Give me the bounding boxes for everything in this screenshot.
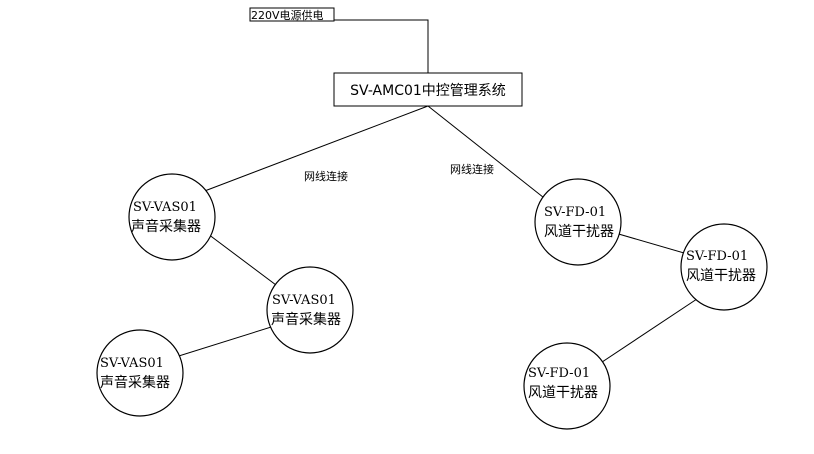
node-vas-3: SV-VAS01 声音采集器 [96,329,184,417]
node-fd-1: SV-FD-01 风道干扰器 [534,178,622,266]
node-vas-2-name: 声音采集器 [271,311,341,328]
node-vas-2-model: SV-VAS01 [272,293,336,308]
node-fd-3-name: 风道干扰器 [528,385,598,401]
node-fd-2-model: SV-FD-01 [686,249,748,264]
node-fd-3-model: SV-FD-01 [528,366,590,381]
node-vas-2: SV-VAS01 声音采集器 [266,266,354,354]
link-label-right: 网线连接 [450,162,494,176]
link-label-left: 网线连接 [304,169,348,183]
link-controller-fd1 [427,105,554,206]
power-label: 220V电源供电 [251,8,324,22]
node-vas-3-name: 声音采集器 [100,374,170,391]
power-label-box [249,7,335,22]
node-fd-2: SV-FD-01 风道干扰器 [680,223,768,311]
node-fd-2-name: 风道干扰器 [686,268,756,284]
power-connection [250,19,429,73]
node-fd-3: SV-FD-01 风道干扰器 [523,342,611,430]
node-vas-3-model: SV-VAS01 [100,356,164,371]
node-vas-1: SV-VAS01 声音采集器 [128,173,216,261]
controller-box [333,72,523,107]
node-vas-1-name: 声音采集器 [131,218,201,235]
link-controller-vas1 [201,105,429,193]
node-fd-1-name: 风道干扰器 [544,224,614,240]
node-fd-1-model: SV-FD-01 [544,205,606,220]
controller-label: SV-AMC01中控管理系统 [350,83,506,99]
node-vas-1-model: SV-VAS01 [133,200,197,215]
